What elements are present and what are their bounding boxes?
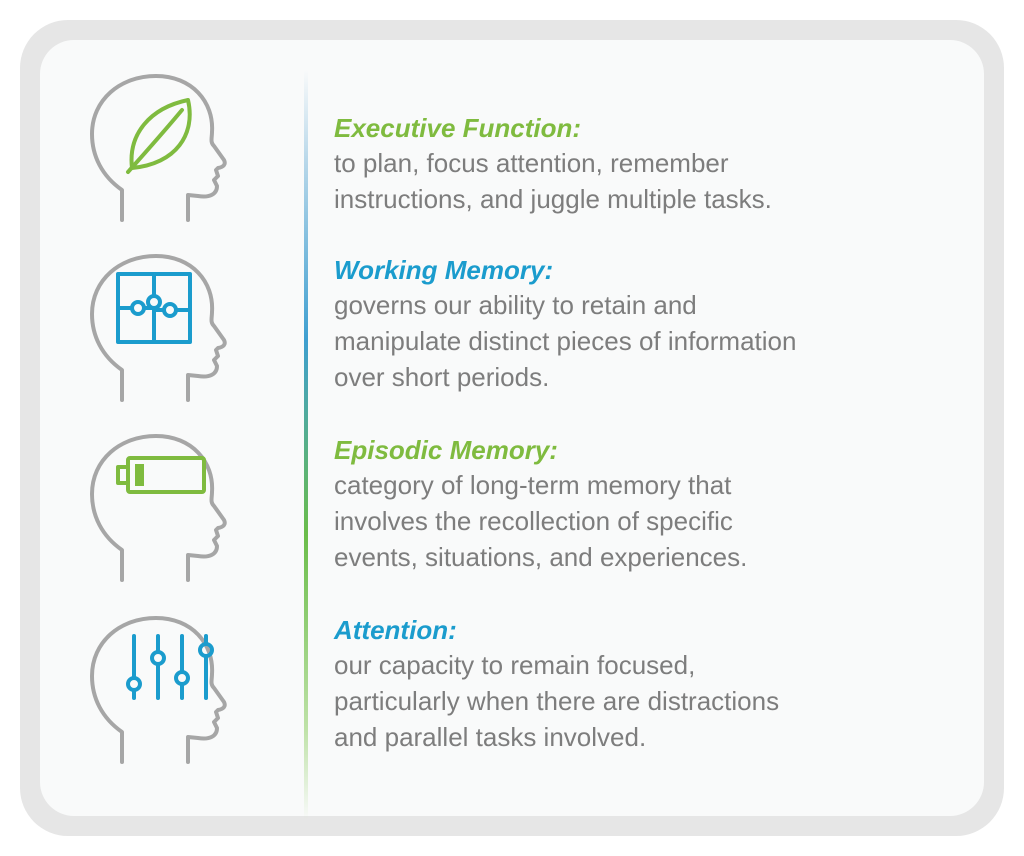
- entry-attention: Attention: our capacity to remain focuse…: [334, 613, 914, 755]
- entry-title: Attention:: [334, 615, 457, 645]
- entry-line: our capacity to remain focused,: [334, 650, 696, 680]
- entry-line: over short periods.: [334, 362, 550, 392]
- head-leaf-icon: [88, 72, 228, 222]
- entry-line: involves the recollection of specific: [334, 506, 733, 536]
- puzzle-icon: [116, 272, 192, 344]
- gradient-divider: [304, 70, 308, 820]
- entry-line: events, situations, and experiences.: [334, 542, 748, 572]
- entry-line: and parallel tasks involved.: [334, 722, 647, 752]
- entry-title: Episodic Memory:: [334, 435, 558, 465]
- infographic-card: [40, 40, 984, 820]
- head-sliders-icon: [88, 614, 228, 764]
- entry-title: Executive Function:: [334, 113, 582, 143]
- sliders-icon: [126, 634, 214, 700]
- entry-line: manipulate distinct pieces of informatio…: [334, 326, 797, 356]
- entry-line: category of long-term memory that: [334, 470, 732, 500]
- entry-line: to plan, focus attention, remember: [334, 148, 729, 178]
- entry-episodic-memory: Episodic Memory: category of long-term m…: [334, 433, 914, 575]
- leaf-icon: [126, 98, 192, 174]
- entry-line: particularly when there are distractions: [334, 686, 780, 716]
- head-puzzle-icon: [88, 252, 228, 402]
- entry-line: governs our ability to retain and: [334, 290, 697, 320]
- infographic-frame: [20, 20, 1004, 836]
- entry-executive-function: Executive Function: to plan, focus atten…: [334, 111, 914, 217]
- entry-working-memory: Working Memory: governs our ability to r…: [334, 253, 914, 395]
- battery-icon: [116, 456, 206, 494]
- entry-title: Working Memory:: [334, 255, 554, 285]
- head-battery-icon: [88, 432, 228, 582]
- entry-line: instructions, and juggle multiple tasks.: [334, 184, 772, 214]
